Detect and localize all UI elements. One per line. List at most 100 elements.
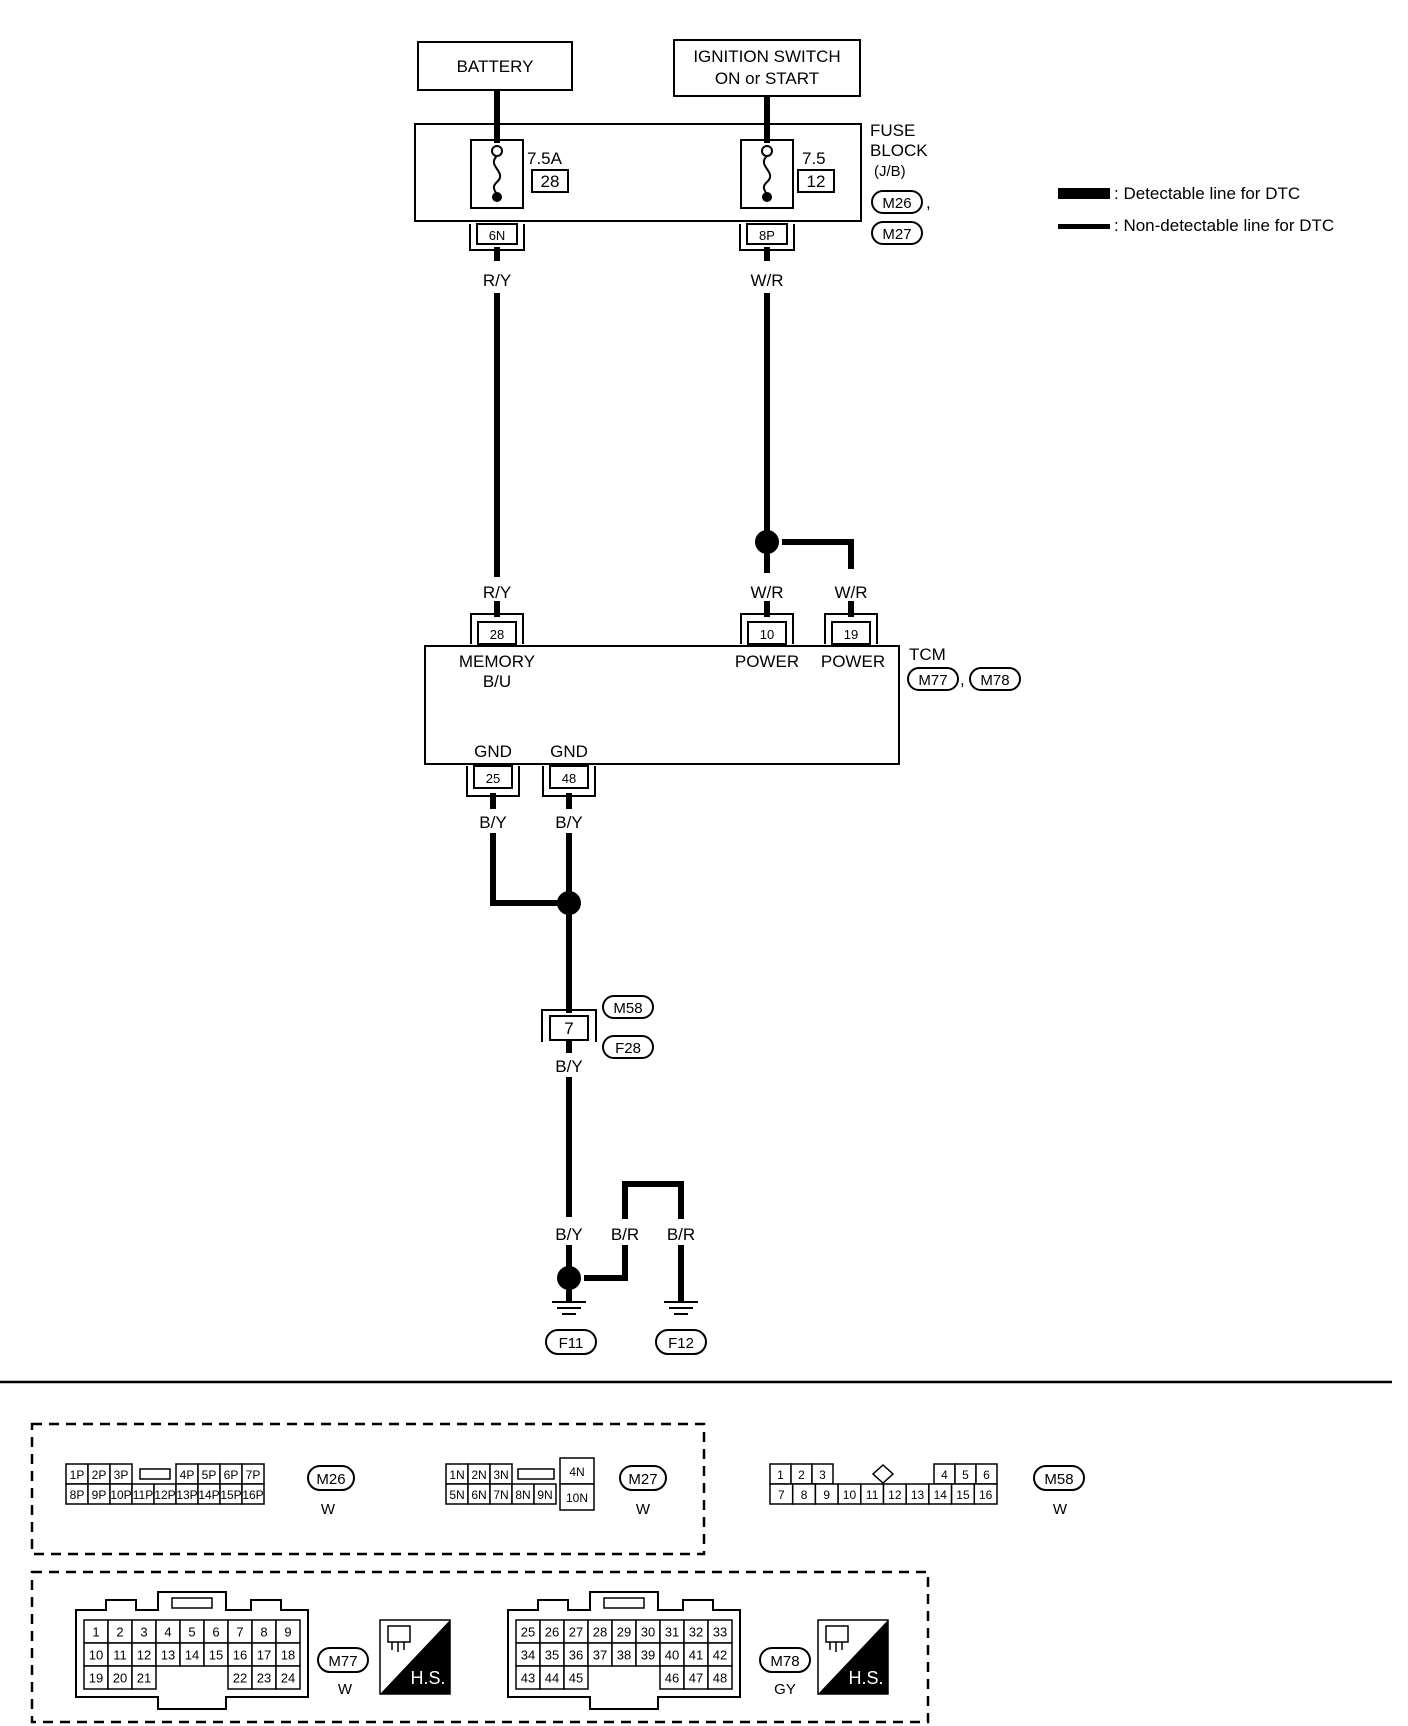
- svg-text:8P: 8P: [759, 228, 775, 243]
- splice-ground-upper: [557, 891, 581, 915]
- tcm-connector-group: [30, 1570, 930, 1724]
- tcm-connector-m77: M77: [918, 672, 947, 689]
- connector-lock: [171, 1597, 213, 1609]
- joint-connector-7: 7: [541, 1009, 597, 1042]
- connector-pin-label: 12P: [154, 1488, 175, 1502]
- connector-m78-color: GY: [774, 1681, 796, 1698]
- connector-m26-color: W: [321, 1501, 336, 1518]
- tcm-pin-10: 10: [740, 613, 794, 645]
- connector-pin-label: 4P: [180, 1468, 195, 1482]
- connector-pin-label: 32: [689, 1625, 703, 1640]
- connector-pin-label: 8N: [515, 1488, 530, 1502]
- battery-label: BATTERY: [457, 57, 534, 76]
- svg-text:19: 19: [844, 627, 858, 642]
- connector-m26-id: M26: [316, 1471, 345, 1488]
- connector-pin-label: 26: [545, 1625, 559, 1640]
- wire-by-gnd48: B/Y: [555, 813, 582, 832]
- tcm-gnd-label-1: GND: [474, 742, 512, 761]
- connector-pin-label: 10: [843, 1488, 857, 1502]
- connector-pin-label: 23: [257, 1671, 271, 1686]
- connector-pin-label: 8P: [70, 1488, 85, 1502]
- connector-pin-label: 2P: [92, 1468, 107, 1482]
- connector-pin-label: 5: [188, 1625, 195, 1640]
- svg-text:6N: 6N: [489, 228, 506, 243]
- connector-m58-color: W: [1053, 1501, 1068, 1518]
- connector-pin-label: 7P: [246, 1468, 261, 1482]
- fuse-block: 7.5A 28 7.5 12 FUSE BLOCK (J/B) M26 , M2…: [414, 121, 931, 245]
- wire-by-joint: B/Y: [555, 1057, 582, 1076]
- connector-pin-label: 45: [569, 1671, 583, 1686]
- connector-pin-label: 9: [284, 1625, 291, 1640]
- connector-pin-label: 3: [140, 1625, 147, 1640]
- connector-pin-label: 8: [260, 1625, 267, 1640]
- connector-pin-label: 1: [92, 1625, 99, 1640]
- connector-pin-label: 5P: [202, 1468, 217, 1482]
- connector-pin-label: 47: [689, 1671, 703, 1686]
- connector-pin-label: 6: [983, 1468, 990, 1482]
- connector-pin-label: 8: [801, 1488, 808, 1502]
- connector-cavity: [131, 1665, 157, 1690]
- connector-pin-label: 14: [185, 1648, 199, 1663]
- connector-pin-label: 7: [778, 1488, 785, 1502]
- connector-pin-label: 4N: [569, 1465, 584, 1479]
- connector-pin-label: 13P: [176, 1488, 197, 1502]
- connector-pin-label: 37: [593, 1648, 607, 1663]
- connector-cavity: [559, 1483, 595, 1511]
- connector-pin-label: 21: [137, 1671, 151, 1686]
- connector-pin-label: 22: [233, 1671, 247, 1686]
- fuse-right: 7.5 12: [740, 139, 835, 209]
- splice-power: [755, 530, 779, 554]
- connector-m78-id: M78: [770, 1653, 799, 1670]
- tcm-box: MEMORY B/U POWER POWER GND GND: [424, 645, 900, 765]
- m78-hs-label: H.S.: [848, 1668, 883, 1688]
- connector-pin-label: 10P: [110, 1488, 131, 1502]
- tcm-pin-25: 25: [466, 765, 520, 797]
- connector-pin-label: 28: [593, 1625, 607, 1640]
- connector-pin-label: 27: [569, 1625, 583, 1640]
- connector-pin-label: 42: [713, 1648, 727, 1663]
- connector-pin-label: 48: [713, 1671, 727, 1686]
- connector-cavity: [533, 1483, 557, 1505]
- connector-pin-label: 14P: [198, 1488, 219, 1502]
- connector-pin-label: 9P: [92, 1488, 107, 1502]
- fuse-block-connector-m26: M26: [882, 195, 911, 212]
- tcm-comma: ,: [960, 670, 965, 689]
- connector-pin-label: 19: [89, 1671, 103, 1686]
- svg-text:48: 48: [562, 771, 576, 786]
- connector-pin-label: 34: [521, 1648, 535, 1663]
- fuse-block-connector-group: [30, 1422, 706, 1556]
- connector-m58-id: M58: [1044, 1471, 1073, 1488]
- connector-pin-label: 44: [545, 1671, 559, 1686]
- connector-pin-label: 29: [617, 1625, 631, 1640]
- connector-pin-label: 1P: [70, 1468, 85, 1482]
- connector-pin-label: 15: [956, 1488, 970, 1502]
- connector-pin-label: 12: [137, 1648, 151, 1663]
- tcm-memory-label-line1: MEMORY: [459, 652, 535, 671]
- connector-pin-label: 17: [257, 1648, 271, 1663]
- connector-pin-label: 2N: [471, 1468, 486, 1482]
- tcm-power-label-1: POWER: [735, 652, 799, 671]
- connector-pin-label: 33: [713, 1625, 727, 1640]
- connector-pin-label: 15P: [220, 1488, 241, 1502]
- m77-hs-label: H.S.: [410, 1668, 445, 1688]
- tcm-power-label-2: POWER: [821, 652, 885, 671]
- connector-m77-color: W: [338, 1681, 353, 1698]
- fuse-block-title-line3: (J/B): [874, 163, 906, 180]
- connector-pin-label: 41: [689, 1648, 703, 1663]
- connector-pin-label: 5: [962, 1468, 969, 1482]
- connector-pin-label: 13: [911, 1488, 925, 1502]
- connector-pin-label: 4: [941, 1468, 948, 1482]
- connector-pin-label: 10: [89, 1648, 103, 1663]
- tcm-gnd-label-2: GND: [550, 742, 588, 761]
- connector-lock: [603, 1597, 645, 1609]
- tcm-connector-m78: M78: [980, 672, 1009, 689]
- connector-pin-label: 24: [281, 1671, 295, 1686]
- connector-pin-label: 16: [979, 1488, 993, 1502]
- wire-ry-tcm: R/Y: [483, 583, 511, 602]
- connector-pin-label: 9: [823, 1488, 830, 1502]
- connector-pin-label: 43: [521, 1671, 535, 1686]
- wire-br-left: B/R: [611, 1225, 639, 1244]
